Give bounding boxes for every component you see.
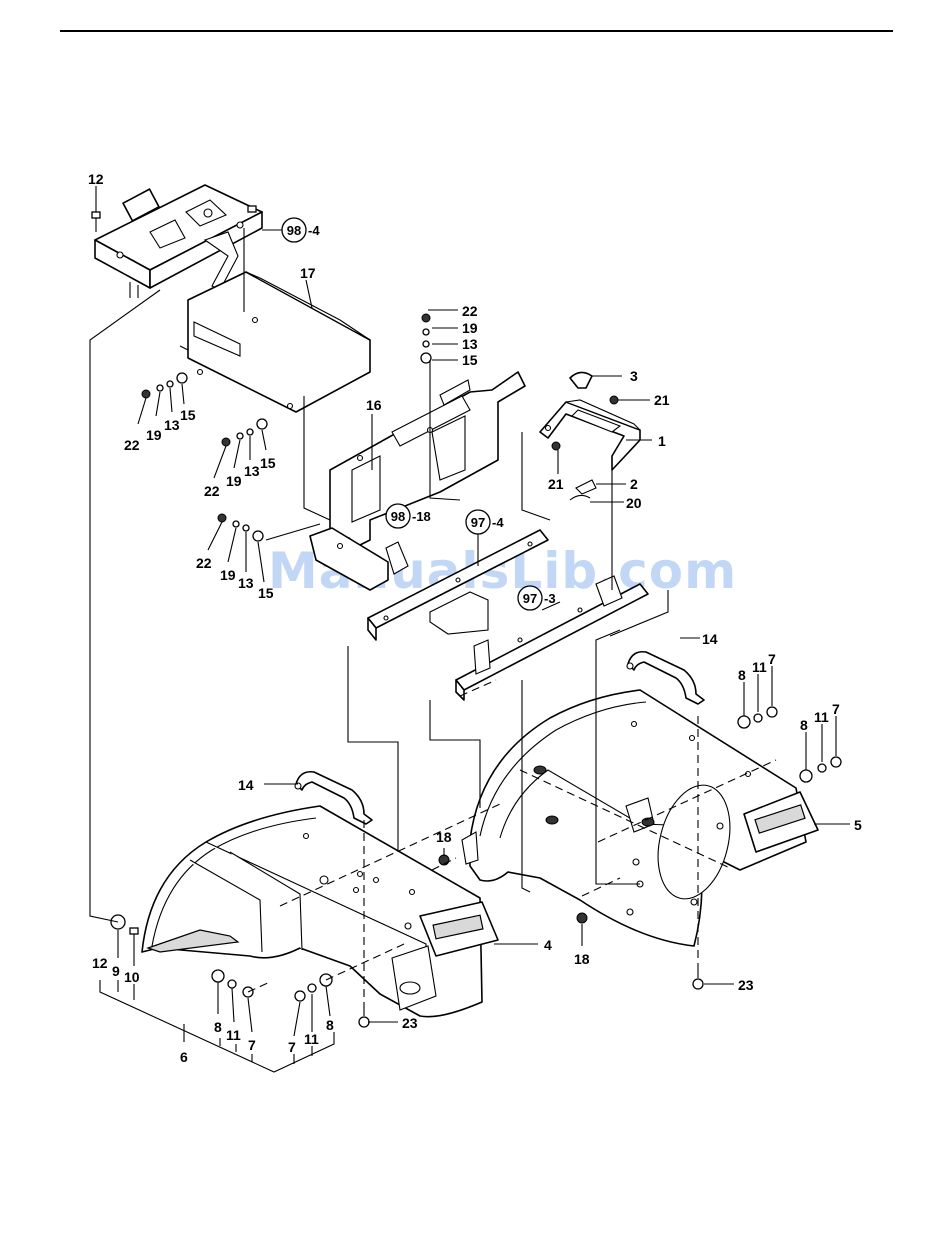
svg-text:97: 97 xyxy=(523,591,537,606)
callout-13-set-a: 13 xyxy=(164,417,180,433)
callout-11-right-b: 11 xyxy=(814,709,829,725)
callout-19-set-b: 19 xyxy=(226,473,242,489)
callout-19-set-c: 19 xyxy=(220,567,236,583)
callout-7-left-b: 7 xyxy=(288,1039,296,1055)
callout-10: 10 xyxy=(124,969,140,985)
callout-15-set-c: 15 xyxy=(258,585,274,601)
callout-22-set-b: 22 xyxy=(204,483,220,499)
reference-circle-98-4: 98 -4 xyxy=(282,218,320,242)
callout-19: 19 xyxy=(462,320,478,336)
callout-13-set-b: 13 xyxy=(244,463,260,479)
callout-7-right-a: 7 xyxy=(768,651,776,667)
callout-23-right: 23 xyxy=(738,977,754,993)
callout-7-left-a: 7 xyxy=(248,1037,256,1053)
callout-19-set-a: 19 xyxy=(146,427,162,443)
callout-13: 13 xyxy=(462,336,478,352)
callout-22-set-a: 22 xyxy=(124,437,140,453)
callout-8-left-b: 8 xyxy=(326,1017,334,1033)
callout-11-left-a: 11 xyxy=(226,1027,241,1043)
callout-1: 1 xyxy=(658,433,666,449)
callout-14-left: 14 xyxy=(238,777,254,793)
svg-text:98: 98 xyxy=(391,509,405,524)
svg-text:98: 98 xyxy=(287,223,301,238)
callout-2: 2 xyxy=(630,476,638,492)
callout-12: 12 xyxy=(88,171,104,187)
callout-22: 22 xyxy=(462,303,478,319)
callout-4: 4 xyxy=(544,937,552,953)
callout-20: 20 xyxy=(626,495,642,511)
callout-5: 5 xyxy=(854,817,862,833)
callout-13-set-c: 13 xyxy=(238,575,254,591)
callout-18-right: 18 xyxy=(574,951,590,967)
callout-15: 15 xyxy=(462,352,478,368)
callout-7-right-b: 7 xyxy=(832,701,840,717)
callout-15-set-a: 15 xyxy=(180,407,196,423)
callout-21-lower: 21 xyxy=(548,476,564,492)
callout-15-set-b: 15 xyxy=(260,455,276,471)
callout-22-set-c: 22 xyxy=(196,555,212,571)
part-16-floor-panel xyxy=(330,372,525,560)
svg-text:-18: -18 xyxy=(412,509,431,524)
callout-3: 3 xyxy=(630,368,638,384)
svg-text:-4: -4 xyxy=(492,515,504,530)
callout-9: 9 xyxy=(112,963,120,979)
part-17-cover-panel xyxy=(180,272,370,412)
callout-21: 21 xyxy=(654,392,670,408)
callout-6: 6 xyxy=(180,1049,188,1065)
callout-8-right-b: 8 xyxy=(800,717,808,733)
callout-11-left-b: 11 xyxy=(304,1031,319,1047)
callout-8-left-a: 8 xyxy=(214,1019,222,1035)
callout-16: 16 xyxy=(366,397,382,413)
svg-text:-3: -3 xyxy=(544,591,556,606)
callout-17: 17 xyxy=(300,265,316,281)
reference-circle-98-18: 98 -18 xyxy=(386,504,431,528)
callout-12-bottom: 12 xyxy=(92,955,108,971)
callout-23-left: 23 xyxy=(402,1015,418,1031)
callout-11-right-a: 11 xyxy=(752,659,767,675)
callout-18-left: 18 xyxy=(436,829,452,845)
part-5-fender-right xyxy=(462,690,818,946)
svg-text:-4: -4 xyxy=(308,223,320,238)
reference-circle-97-4: 97 -4 xyxy=(466,510,504,534)
part-1-bracket xyxy=(540,400,640,470)
callout-8-right-a: 8 xyxy=(738,667,746,683)
svg-text:97: 97 xyxy=(471,515,485,530)
callout-14-right: 14 xyxy=(702,631,718,647)
